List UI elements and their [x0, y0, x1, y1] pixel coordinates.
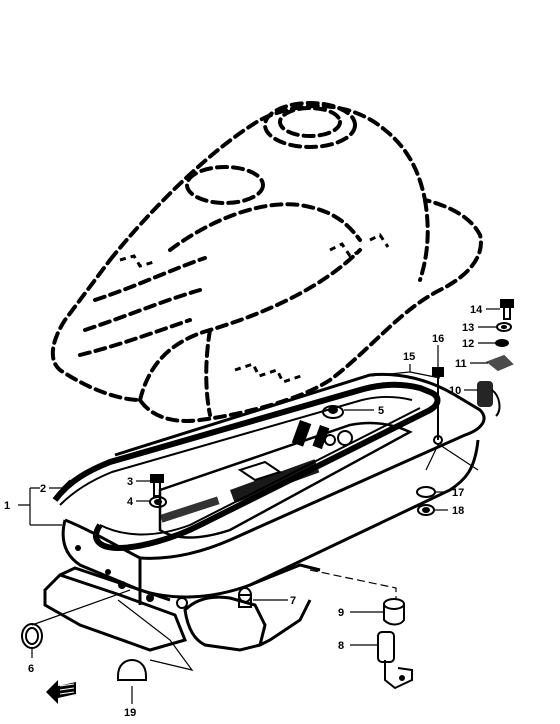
clip-part-11 — [486, 354, 514, 372]
leader-lines — [18, 308, 500, 704]
callout-13: 13 — [462, 322, 474, 334]
callout-4: 4 — [127, 496, 134, 508]
washer-part-13 — [496, 322, 512, 332]
callout-18: 18 — [452, 505, 464, 517]
lever-part-8 — [377, 631, 413, 690]
callout-8: 8 — [338, 640, 344, 652]
callout-17: 17 — [452, 487, 464, 499]
cover-pan-shading — [160, 420, 330, 523]
grommet-part-5 — [322, 405, 344, 419]
cover-lettering — [119, 233, 390, 384]
plug-part-6 — [21, 623, 43, 649]
callout-1: 1 — [4, 500, 10, 512]
cap-part-19 — [117, 658, 147, 681]
callout-15: 15 — [403, 351, 415, 363]
callout-10: 10 — [449, 385, 461, 397]
callout-2: 2 — [40, 483, 46, 495]
stud-part-7 — [238, 587, 252, 608]
callout-9: 9 — [338, 607, 344, 619]
callout-11: 11 — [455, 358, 467, 370]
bolt-part-14 — [500, 299, 514, 320]
callout-14: 14 — [470, 304, 483, 316]
engine-cover-outline — [50, 101, 483, 423]
callout-labels: 1 2 3 4 5 6 7 8 9 10 11 12 13 14 15 16 1… — [4, 304, 483, 719]
callout-19: 19 — [124, 707, 136, 719]
lower-cover-pan — [43, 372, 486, 652]
callout-3: 3 — [127, 476, 133, 488]
hose-part-10 — [477, 381, 501, 417]
washer-part-4 — [149, 496, 167, 508]
callout-16: 16 — [432, 333, 444, 345]
bushing-part-9 — [383, 598, 405, 626]
callout-6: 6 — [28, 663, 34, 675]
washer-part-17 — [416, 486, 436, 498]
callout-5: 5 — [378, 405, 384, 417]
callout-12: 12 — [462, 338, 474, 350]
bolt-part-3 — [150, 474, 164, 497]
callout-7: 7 — [290, 595, 296, 607]
arrow-left-icon — [46, 680, 76, 704]
nut-part-18 — [417, 504, 435, 516]
washer-part-12 — [495, 339, 509, 347]
